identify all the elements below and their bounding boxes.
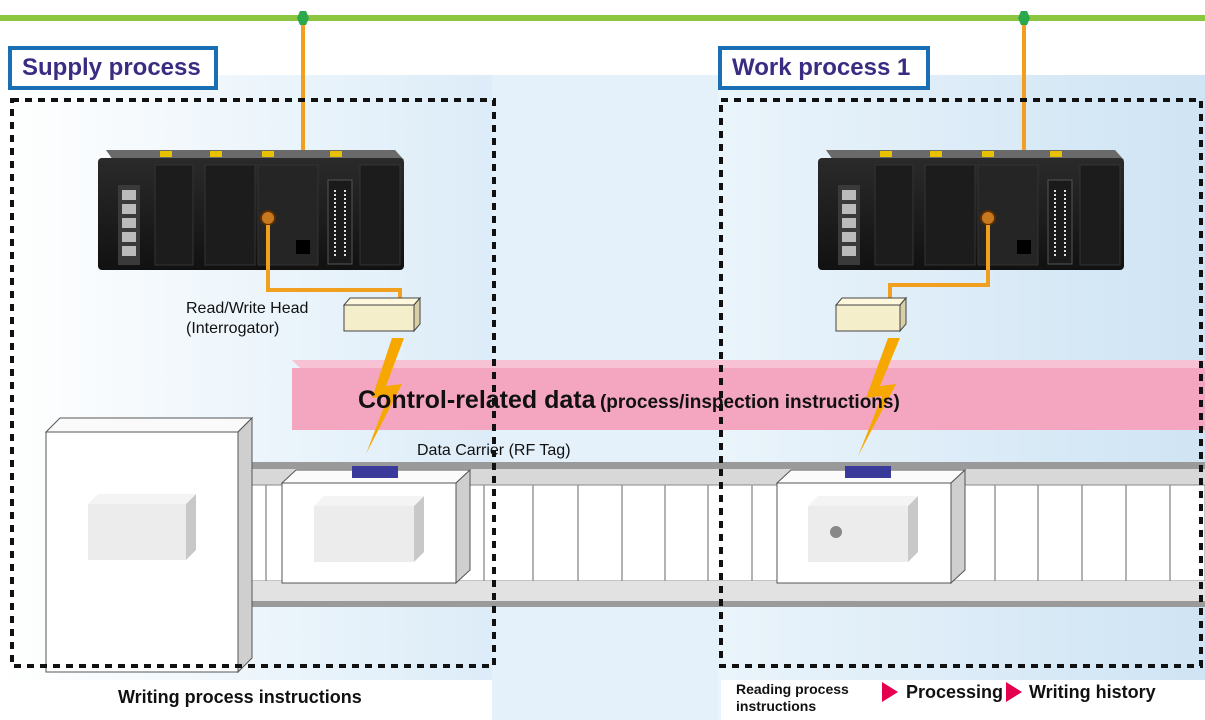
head-cable-left: [266, 225, 402, 300]
footer-step-reading-line2: instructions: [736, 698, 817, 714]
footer-step-reading: Reading process instructions: [736, 681, 849, 715]
footer-step-processing: Processing: [906, 682, 1004, 702]
supply-process-label: Supply process: [8, 46, 218, 90]
head-annotation-line1: Read/Write Head: [186, 300, 309, 317]
read-write-head-left: [342, 296, 422, 333]
plc-unit-right: [818, 150, 1124, 270]
supply-cabinet: [44, 416, 254, 674]
head-cable-right: [888, 225, 990, 300]
work-process-label: Work process 1: [718, 46, 930, 90]
rf-tag-left: [352, 466, 398, 478]
workpiece-right: [775, 466, 967, 585]
work-process-label-text: Work process 1: [732, 54, 911, 81]
band-title-sub: (process/inspection instructions): [599, 392, 900, 413]
footer-step-reading-line1: Reading process: [736, 681, 849, 697]
footer-left-background: [0, 680, 492, 720]
head-annotation-line2: (Interrogator): [186, 320, 280, 337]
head-annotation: Read/Write Head (Interrogator): [186, 299, 308, 339]
arrow-icon-2: [1006, 682, 1022, 702]
workpiece-left: [280, 466, 472, 585]
lightning-icon-right: [858, 338, 900, 456]
network-bus-line: [0, 15, 1205, 21]
footer-step-writing-history: Writing history: [1029, 682, 1156, 702]
band-title-main: Control-related data: [358, 386, 596, 414]
band-title: Control-related data (process/inspection…: [358, 386, 900, 415]
work-process-frame: [719, 98, 1203, 668]
footer-left-text: Writing process instructions: [118, 687, 362, 707]
supply-process-label-text: Supply process: [22, 54, 201, 81]
lightning-icon-left: [366, 338, 404, 454]
data-band: [292, 360, 1205, 430]
plc-unit-left: [98, 150, 404, 270]
footer-right-background: [721, 680, 1205, 720]
carrier-annotation: Data Carrier (RF Tag): [417, 442, 571, 459]
arrow-icon-1: [882, 682, 898, 702]
supply-process-frame: [10, 98, 496, 668]
rf-tag-right: [845, 466, 891, 478]
read-write-head-right: [834, 296, 908, 333]
